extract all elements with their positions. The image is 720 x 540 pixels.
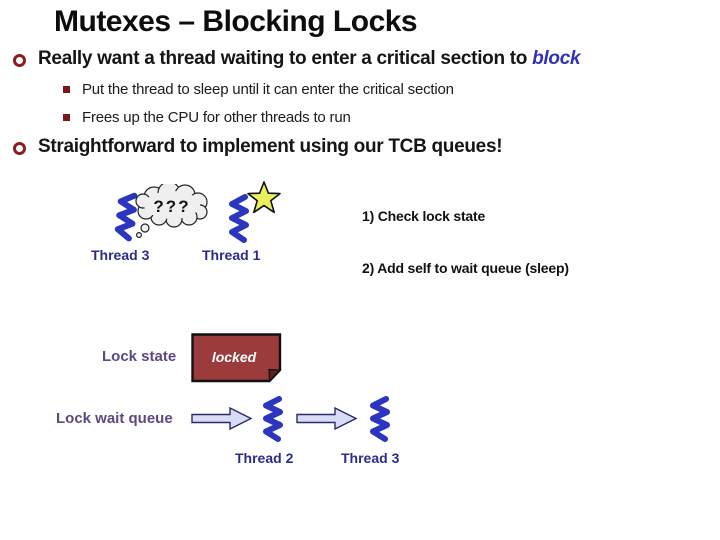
thread3-label: Thread 3 bbox=[91, 247, 150, 263]
page-title: Mutexes – Blocking Locks bbox=[54, 5, 418, 38]
bullet-emphasis-block: block bbox=[532, 48, 581, 69]
bullet-ring-icon bbox=[13, 142, 26, 155]
step-check-lock-state: 1) Check lock state bbox=[362, 208, 486, 224]
lock-wait-queue-label: Lock wait queue bbox=[56, 410, 173, 427]
sub-bullet-sleep: Put the thread to sleep until it can ent… bbox=[63, 81, 454, 98]
star-icon bbox=[246, 180, 282, 216]
thread3-squiggle-icon bbox=[111, 190, 141, 246]
step-add-to-wait-queue: 2) Add self to wait queue (sleep) bbox=[362, 260, 569, 276]
sub-bullet-frees-cpu: Frees up the CPU for other threads to ru… bbox=[63, 109, 351, 126]
thread2-squiggle-icon bbox=[261, 395, 285, 447]
square-bullet-icon bbox=[63, 86, 70, 93]
lock-state-label: Lock state bbox=[102, 348, 177, 365]
bullet-text-main: Really want a thread waiting to enter a … bbox=[38, 48, 528, 69]
thought-text: ??? bbox=[153, 197, 190, 216]
bullet-ring-icon bbox=[13, 54, 26, 67]
thread1-label: Thread 1 bbox=[202, 247, 261, 263]
sub-bullet-text: Put the thread to sleep until it can ent… bbox=[82, 81, 454, 98]
thread1-squiggle-icon bbox=[227, 193, 251, 247]
thread3-queue-squiggle-icon bbox=[368, 395, 392, 447]
thread2-queue-label: Thread 2 bbox=[235, 450, 294, 466]
square-bullet-icon bbox=[63, 114, 70, 121]
bullet-straightforward: Straightforward to implement using our T… bbox=[13, 136, 503, 158]
bullet-really-want-block: Really want a thread waiting to enter a … bbox=[13, 48, 581, 70]
thread3-queue-label: Thread 3 bbox=[341, 450, 400, 466]
locked-note: locked bbox=[191, 333, 282, 383]
bullet-text: Straightforward to implement using our T… bbox=[38, 136, 503, 157]
sub-bullet-text: Frees up the CPU for other threads to ru… bbox=[82, 109, 351, 126]
thought-bubble-icon: ??? bbox=[132, 184, 216, 240]
lock-state-value: locked bbox=[211, 349, 257, 365]
queue-arrow-icon bbox=[191, 406, 253, 431]
bullet-text: Really want a thread waiting to enter a … bbox=[38, 48, 581, 70]
queue-arrow-icon bbox=[296, 406, 358, 431]
